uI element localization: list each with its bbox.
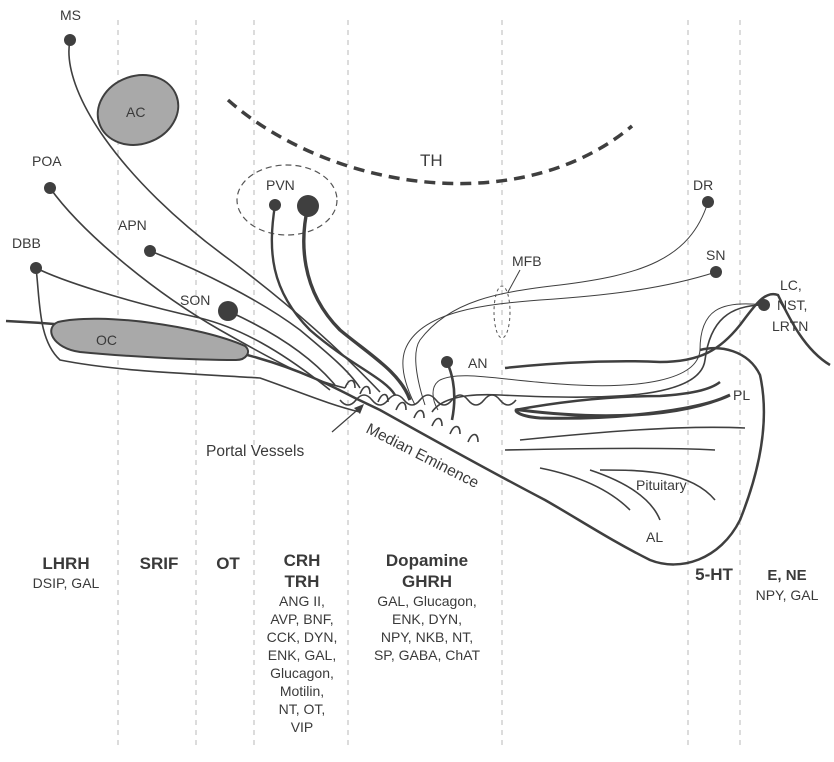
portal-loop (468, 435, 478, 443)
column-crh-sub-0: ANG II, (256, 592, 348, 610)
nucleus-son (218, 301, 238, 321)
thalamus-boundary (228, 100, 632, 184)
nucleus-dbb (30, 262, 42, 274)
pvn-region (237, 165, 337, 235)
column-dopamine-head: Dopamine (352, 550, 502, 571)
label-pvn: PVN (266, 177, 295, 193)
label-an: AN (468, 355, 487, 371)
label-dbb: DBB (12, 235, 41, 251)
column-dopamine-sub-3: SP, GABA, ChAT (352, 646, 502, 664)
column-crh-sub-7: VIP (256, 718, 348, 736)
tract-an (447, 362, 454, 420)
label-son: SON (180, 292, 210, 308)
column-lhrh-sub: DSIP, GAL (16, 574, 116, 592)
column-5ht-head: 5-HT (686, 564, 742, 585)
portal-loop (396, 403, 406, 411)
pituitary-fiber-2 (505, 449, 715, 451)
portal-loop (414, 411, 424, 419)
pituitary-fiber-1 (520, 427, 745, 440)
nucleus-poa (44, 182, 56, 194)
column-e-ne-sub: NPY, GAL (742, 586, 832, 604)
nucleus-apn (144, 245, 156, 257)
column-crh-sub-1: AVP, BNF, (256, 610, 348, 628)
column-ot-head: OT (200, 553, 256, 574)
column-crh-sub-6: NT, OT, (256, 700, 348, 718)
column-srif: SRIF (122, 553, 196, 574)
label-portal-vessels: Portal Vessels (206, 443, 304, 460)
column-dopamine-ghrh: Dopamine GHRH GAL, Glucagon, ENK, DYN, N… (352, 550, 502, 664)
label-poa: POA (32, 153, 62, 169)
portal-loop (450, 427, 460, 435)
label-sn: SN (706, 247, 725, 263)
nucleus-sn (710, 266, 722, 278)
column-crh-sub-5: Motilin, (256, 682, 348, 700)
column-trh-head: TRH (256, 571, 348, 592)
portal-loop (432, 419, 442, 427)
nucleus-dr (702, 196, 714, 208)
nucleus-pvn-small (269, 199, 281, 211)
column-crh-sub-2: CCK, DYN, (256, 628, 348, 646)
label-pituitary: Pituitary (636, 477, 687, 493)
tract-pvn-large (304, 206, 410, 400)
column-dopamine-sub-1: ENK, DYN, (352, 610, 502, 628)
column-lhrh: LHRH DSIP, GAL (16, 553, 116, 592)
column-e-ne: E, NE NPY, GAL (742, 565, 832, 604)
column-dopamine-sub-0: GAL, Glucagon, (352, 592, 502, 610)
column-ot: OT (200, 553, 256, 574)
column-crh-head: CRH (256, 550, 348, 571)
tract-dr (416, 202, 708, 405)
label-lc: LC, (780, 277, 802, 293)
label-th: TH (420, 151, 443, 170)
column-5ht: 5-HT (686, 564, 742, 585)
label-apn: APN (118, 217, 147, 233)
nucleus-ms (64, 34, 76, 46)
label-oc: OC (96, 332, 117, 348)
column-lhrh-head: LHRH (16, 553, 116, 574)
label-nst: NST, (777, 297, 807, 313)
portal-loop (360, 387, 370, 395)
label-lrtn: LRTN (772, 318, 808, 334)
label-ms: MS (60, 7, 81, 23)
column-e-ne-head: E, NE (742, 565, 832, 586)
mfb-pointer (508, 270, 520, 292)
column-dopamine-sub-2: NPY, NKB, NT, (352, 628, 502, 646)
tract-sn (403, 272, 716, 405)
label-al: AL (646, 529, 663, 545)
arrow-head (354, 404, 364, 414)
column-ghrh-head: GHRH (352, 571, 502, 592)
optic-chiasm (51, 319, 248, 360)
tract-pvn-small (272, 205, 395, 395)
column-srif-head: SRIF (122, 553, 196, 574)
pituitary-stalk (516, 395, 730, 418)
portal-loop (345, 381, 355, 389)
label-ac: AC (126, 104, 145, 120)
label-dr: DR (693, 177, 713, 193)
nucleus-an (441, 356, 453, 368)
nucleus-pvn-large (297, 195, 319, 217)
label-pl: PL (733, 387, 750, 403)
column-crh-sub-4: Glucagon, (256, 664, 348, 682)
column-crh-sub-3: ENK, GAL, (256, 646, 348, 664)
nucleus-lc (758, 299, 770, 311)
label-mfb: MFB (512, 253, 542, 269)
column-crh-trh: CRH TRH ANG II, AVP, BNF, CCK, DYN, ENK,… (256, 550, 348, 736)
